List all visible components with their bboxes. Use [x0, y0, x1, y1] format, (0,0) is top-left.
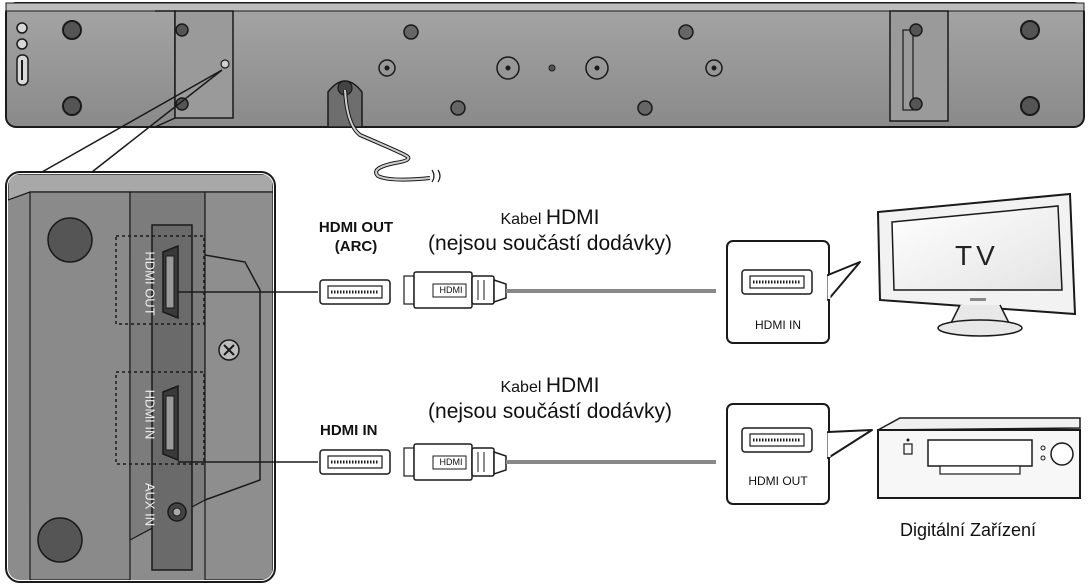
soundbar-rear [5, 2, 1085, 183]
connection-1-cable-name: HDMI [545, 206, 600, 229]
connection-2-device-port-label: HDMI OUT [748, 474, 808, 488]
connection-2-graphics [319, 403, 1081, 505]
zoom-callout [41, 69, 223, 173]
terminal-panel-zoom [5, 171, 276, 583]
hdmi-out-port-label: HDMI OUT [142, 251, 158, 316]
connection-2-cable-prefix: Kabel [500, 379, 542, 396]
connection-1-port-label-line2: (ARC) [334, 238, 378, 255]
connection-1-port-label-line1: HDMI OUT [318, 219, 394, 236]
connection-1-device-port-label: HDMI IN [755, 318, 801, 332]
connection-1-port-label: HDMI OUT (ARC) [300, 218, 412, 256]
connection-2-cable-name: HDMI [545, 374, 600, 397]
connection-1-cable-note: (nejsou součástí dodávky) [428, 232, 672, 255]
hdmi-in-port-label: HDMI IN [142, 389, 158, 440]
digital-device-caption: Digitální Zařízení [900, 520, 1037, 540]
connection-1-plug-label: HDMI [439, 285, 463, 295]
connection-1-cable-prefix: Kabel [500, 211, 542, 228]
aux-in-port-label: AUX IN [142, 482, 158, 527]
connection-2-cable-note: (nejsou součástí dodávky) [428, 400, 672, 423]
connection-2-cable-label: Kabel HDMI [400, 374, 700, 398]
port-leader-lines [178, 291, 318, 463]
connection-2-port-label: HDMI IN [320, 422, 378, 439]
connection-2-plug-label: HDMI [439, 457, 463, 467]
tv-screen-label: TV [955, 240, 999, 271]
connection-1-graphics [319, 192, 1077, 344]
connection-1-cable-label: Kabel HDMI [400, 206, 700, 230]
